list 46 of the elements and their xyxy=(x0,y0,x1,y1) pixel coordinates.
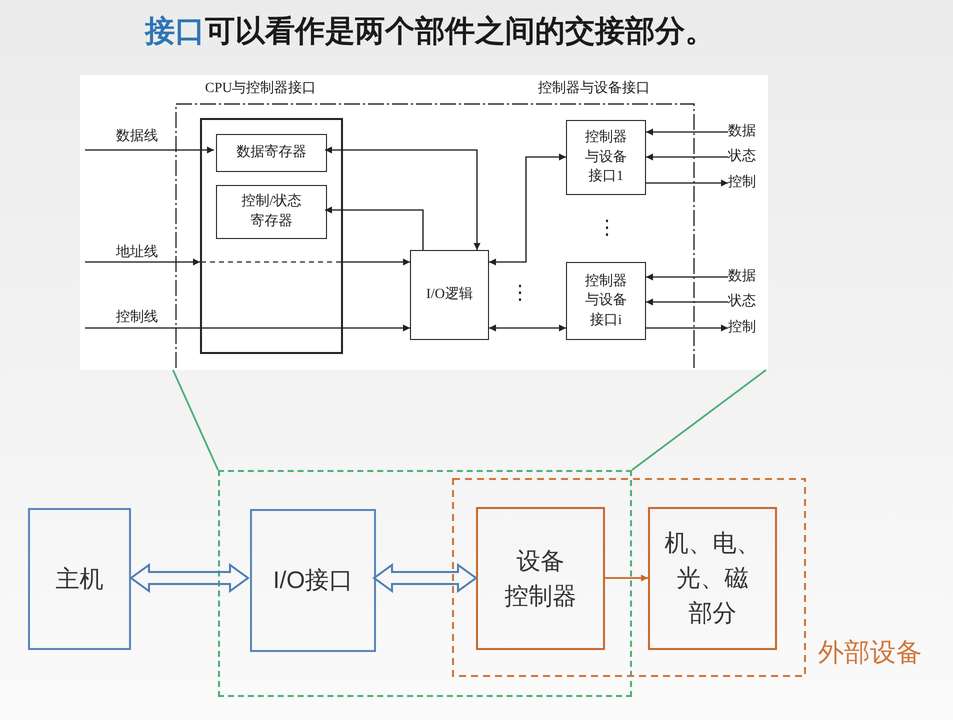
signal-label: 状态 xyxy=(728,293,758,311)
line-label: 控制线 xyxy=(116,309,158,327)
arrow xyxy=(646,180,728,186)
arrow xyxy=(646,274,728,280)
arrow xyxy=(646,298,728,306)
arrow xyxy=(605,574,648,582)
group-label: 外部设备 xyxy=(818,636,922,668)
arrow xyxy=(85,146,214,154)
arrow xyxy=(646,154,728,160)
arrow xyxy=(343,258,410,266)
arrow xyxy=(325,146,480,250)
figure-panel xyxy=(80,75,768,370)
arrow xyxy=(85,258,200,266)
dashed-group-outline xyxy=(218,470,632,697)
register-box: 数据寄存器 xyxy=(216,134,327,172)
interface-box: 控制器与设备接口1 xyxy=(566,120,646,195)
signal-label: 控制 xyxy=(728,174,758,192)
arrow xyxy=(325,206,424,250)
signal-label: 数据 xyxy=(728,268,758,286)
line-label: 数据线 xyxy=(116,128,158,146)
signal-label: 数据 xyxy=(728,123,758,141)
vertical-ellipsis: ⋮ xyxy=(597,216,617,238)
line-label: 地址线 xyxy=(116,244,158,262)
register-block-box xyxy=(200,118,343,354)
title: 接口可以看作是两个部件之间的交接部分。 xyxy=(145,14,715,50)
host-box: 主机 xyxy=(28,508,131,650)
controller-box: 设备控制器 xyxy=(476,507,605,650)
connector-line xyxy=(172,370,219,470)
connector-line xyxy=(631,369,767,471)
arrow xyxy=(489,154,566,266)
boundary-label: CPU与控制器接口 xyxy=(205,80,316,98)
interface-box: 控制器与设备接口i xyxy=(566,262,646,340)
double-arrow xyxy=(372,563,478,593)
interface-box: I/O接口 xyxy=(250,509,376,652)
device-box: 机、电、光、磁部分 xyxy=(648,507,777,650)
arrow xyxy=(646,324,728,332)
logic-box: I/O逻辑 xyxy=(410,250,489,340)
signal-label: 控制 xyxy=(728,319,758,337)
signal-label: 状态 xyxy=(728,148,758,166)
register-box: 控制/状态寄存器 xyxy=(216,185,327,239)
boundary-label: 控制器与设备接口 xyxy=(538,80,650,98)
vertical-ellipsis: ⋮ xyxy=(510,281,530,303)
arrow xyxy=(489,324,566,332)
double-arrow xyxy=(129,563,250,593)
arrow xyxy=(646,128,728,136)
arrow xyxy=(85,324,410,332)
